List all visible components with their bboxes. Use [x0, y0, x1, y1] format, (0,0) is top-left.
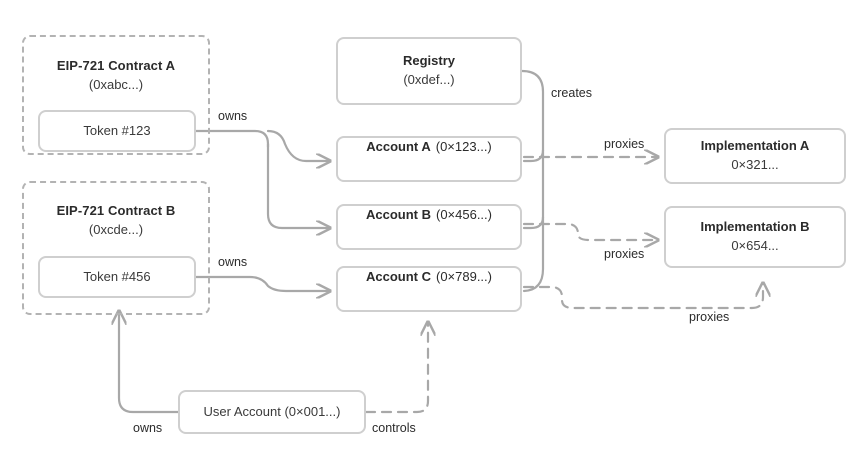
edge-account-c-proxies: [522, 283, 763, 310]
edge-label-token-a-owns: owns: [218, 109, 248, 123]
node-implementation-b-label: Implementation B: [700, 219, 810, 235]
edge-label-account-a-proxies: proxies: [604, 137, 645, 151]
node-account-b-address: (0×456...): [435, 207, 492, 222]
edge-user-controls: [364, 322, 428, 414]
edge-label-token-b-owns: owns: [218, 255, 248, 269]
group-contract-a-address: (0xabc...): [88, 77, 144, 92]
node-account-c-address: (0×789...): [435, 269, 492, 284]
edge-label-user-owns: owns: [133, 421, 163, 435]
node-implementation-a[interactable]: Implementation A 0×321...: [664, 128, 846, 184]
node-registry[interactable]: Registry (0xdef...): [336, 37, 522, 105]
node-account-b-label: Account B: [365, 207, 431, 222]
node-account-b[interactable]: Account B (0×456...): [336, 204, 522, 250]
node-implementation-b-address: 0×654...: [731, 238, 779, 253]
group-contract-b: [22, 181, 210, 315]
edge-label-registry-creates: creates: [551, 86, 592, 100]
node-token-456[interactable]: Token #456: [38, 256, 196, 298]
node-token-123-label: Token #123: [83, 122, 151, 138]
edge-token-a-owns: [194, 129, 330, 228]
edge-token-b-owns: [194, 275, 330, 291]
edge-account-b-proxies: [522, 222, 658, 240]
node-registry-label: Registry: [402, 53, 456, 69]
group-contract-a-title: EIP-721 Contract A: [56, 58, 176, 73]
node-user-account-label: User Account (0×001...): [203, 403, 341, 419]
node-account-a-label: Account A: [366, 139, 431, 154]
node-account-c-label: Account C: [365, 269, 431, 284]
edge-label-account-c-proxies: proxies: [689, 310, 730, 324]
group-contract-b-title: EIP-721 Contract B: [56, 203, 176, 218]
node-token-123[interactable]: Token #123: [38, 110, 196, 152]
node-implementation-a-address: 0×321...: [731, 157, 779, 172]
edge-label-account-b-proxies: proxies: [604, 247, 645, 261]
edge-registry-creates: [520, 69, 545, 293]
node-token-456-label: Token #456: [83, 268, 151, 284]
node-registry-address: (0xdef...): [403, 72, 455, 87]
node-implementation-a-label: Implementation A: [700, 138, 810, 154]
edge-user-owns: [119, 311, 180, 414]
group-contract-b-address: (0xcde...): [88, 222, 144, 237]
node-implementation-b[interactable]: Implementation B 0×654...: [664, 206, 846, 268]
node-account-c[interactable]: Account C (0×789...): [336, 266, 522, 312]
node-account-a-address: (0×123...): [435, 139, 492, 154]
group-contract-a: [22, 35, 210, 155]
node-account-a[interactable]: Account A (0×123...): [336, 136, 522, 182]
edge-label-user-controls: controls: [372, 421, 416, 435]
node-user-account[interactable]: User Account (0×001...): [178, 390, 366, 434]
